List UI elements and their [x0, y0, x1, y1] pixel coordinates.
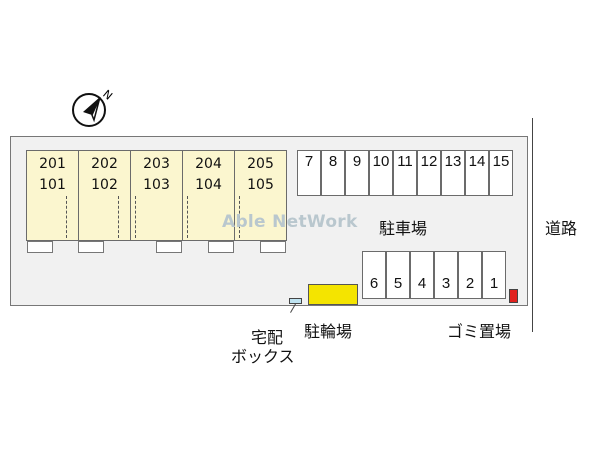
parking-space: 11	[393, 150, 417, 196]
unit-number-lower: 101	[39, 177, 66, 193]
unit-number-upper: 202	[91, 156, 118, 172]
unit-number-upper: 201	[39, 156, 66, 172]
garbage-area-marker	[509, 289, 518, 303]
parking-space: 2	[458, 251, 482, 299]
door-line	[118, 196, 119, 238]
unit-number-upper: 205	[247, 156, 274, 172]
entrance-step	[27, 241, 53, 253]
entrance-step	[208, 241, 234, 253]
delivery-box-marker	[289, 298, 302, 304]
bicycle-parking-area	[308, 284, 358, 305]
unit-number-upper: 204	[195, 156, 222, 172]
parking-space: 10	[369, 150, 393, 196]
garbage-area-label: ゴミ置場	[447, 322, 512, 341]
delivery-box-label-2: ボックス	[231, 347, 295, 366]
parking-space: 4	[410, 251, 434, 299]
unit-block-2: 202 102	[78, 150, 131, 241]
unit-block-3: 203 103	[130, 150, 183, 241]
parking-space: 9	[345, 150, 369, 196]
unit-number-upper: 203	[143, 156, 170, 172]
door-line	[135, 196, 136, 238]
entrance-step	[260, 241, 286, 253]
unit-block-1: 201 101	[26, 150, 79, 241]
parking-space: 1	[482, 251, 506, 299]
unit-number-lower: 104	[195, 177, 222, 193]
entrance-step	[78, 241, 104, 253]
parking-lot-label: 駐車場	[379, 219, 428, 238]
north-arrow-icon: N	[72, 87, 115, 127]
parking-space: 15	[489, 150, 513, 196]
bicycle-parking-label: 駐輪場	[304, 322, 353, 341]
road-edge-line	[532, 118, 533, 332]
door-line	[239, 196, 240, 238]
parking-space: 13	[441, 150, 465, 196]
unit-block-5: 205 105	[234, 150, 287, 241]
entrance-step	[156, 241, 182, 253]
parking-space: 5	[386, 251, 410, 299]
door-line	[187, 196, 188, 238]
unit-number-lower: 103	[143, 177, 170, 193]
unit-block-4: 204 104	[182, 150, 235, 241]
parking-space: 6	[362, 251, 386, 299]
unit-number-lower: 102	[91, 177, 118, 193]
parking-space: 12	[417, 150, 441, 196]
parking-space: 3	[434, 251, 458, 299]
parking-space: 7	[297, 150, 321, 196]
watermark-text: Able NetWork	[222, 212, 358, 232]
road-label: 道路	[545, 219, 578, 238]
parking-space: 14	[465, 150, 489, 196]
delivery-box-label-1: 宅配	[251, 328, 284, 347]
unit-number-lower: 105	[247, 177, 274, 193]
door-line	[66, 196, 67, 238]
parking-space: 8	[321, 150, 345, 196]
